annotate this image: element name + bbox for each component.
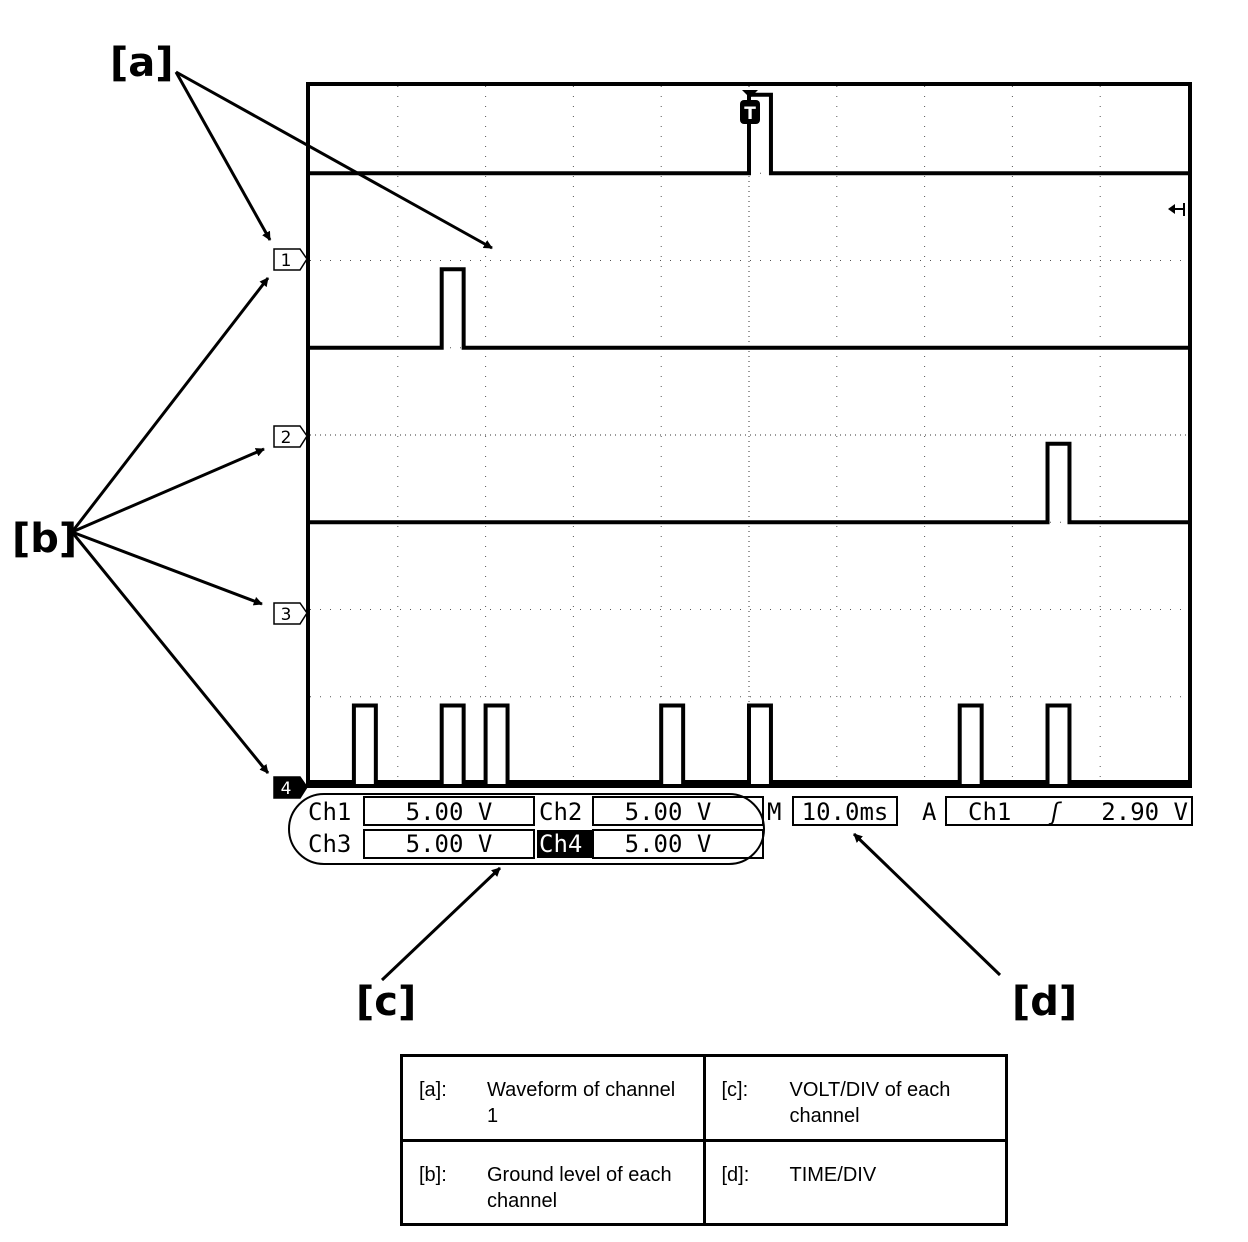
svg-text:Ch1: Ch1 bbox=[968, 798, 1011, 826]
svg-text:1: 1 bbox=[281, 251, 292, 271]
timebase-readout: M 10.0ms bbox=[767, 796, 898, 826]
trigger-position-marker: T bbox=[740, 90, 760, 124]
legend-cell-c: [c]:VOLT/DIV of each channel bbox=[702, 1055, 1007, 1140]
trace-channel-4 bbox=[310, 703, 1188, 784]
svg-text:2.90 V: 2.90 V bbox=[1101, 798, 1188, 826]
ch3-volt-div: 5.00 V bbox=[406, 830, 493, 858]
legend-cell-a: [a]:Waveform of channel 1 bbox=[419, 1079, 676, 1127]
ch1-label: Ch1 bbox=[308, 798, 351, 826]
volt-div-readout: Ch1 5.00 V Ch2 5.00 V Ch3 5.00 V Ch4 5.0… bbox=[288, 793, 765, 865]
legend-table: [a]:Waveform of channel 1 [c]:VOLT/DIV o… bbox=[400, 1054, 1008, 1226]
svg-text:4: 4 bbox=[281, 779, 292, 799]
ch2-label: Ch2 bbox=[539, 798, 582, 826]
ch1-volt-div: 5.00 V bbox=[406, 798, 493, 826]
trigger-readout: A Ch1 ʃ 2.90 V bbox=[922, 796, 1193, 826]
svg-text:2: 2 bbox=[281, 428, 292, 448]
trigger-level-icon bbox=[1168, 203, 1185, 216]
ch3-label: Ch3 bbox=[308, 830, 351, 858]
ch4-label: Ch4 bbox=[539, 830, 582, 858]
trace-channel-3 bbox=[310, 441, 1188, 525]
svg-text:10.0ms: 10.0ms bbox=[802, 798, 889, 826]
channel-marker-3: 3 bbox=[273, 602, 308, 625]
channel-marker-4: 4 bbox=[273, 776, 308, 799]
trace-channel-1 bbox=[310, 92, 1188, 176]
svg-text:T: T bbox=[744, 104, 756, 124]
channel-marker-1: 1 bbox=[273, 248, 308, 271]
ch2-volt-div: 5.00 V bbox=[625, 798, 712, 826]
callout-d: [d] bbox=[1012, 979, 1077, 1025]
channel-marker-2: 2 bbox=[273, 425, 308, 448]
channel-traces bbox=[310, 92, 1188, 784]
trace-channel-2 bbox=[310, 267, 1188, 350]
legend-cell-d: [d]:TIME/DIV bbox=[702, 1138, 1007, 1225]
svg-text:M: M bbox=[767, 798, 781, 826]
callout-a: [a] bbox=[110, 40, 174, 86]
svg-text:3: 3 bbox=[281, 605, 292, 625]
ch4-volt-div: 5.00 V bbox=[625, 830, 712, 858]
legend-cell-b: [b]:Ground level of each channel bbox=[401, 1138, 704, 1225]
rising-edge-icon: ʃ bbox=[1048, 798, 1062, 826]
callout-b: [b] bbox=[12, 516, 77, 562]
svg-text:A: A bbox=[922, 798, 937, 826]
callout-c: [c] bbox=[356, 979, 416, 1025]
